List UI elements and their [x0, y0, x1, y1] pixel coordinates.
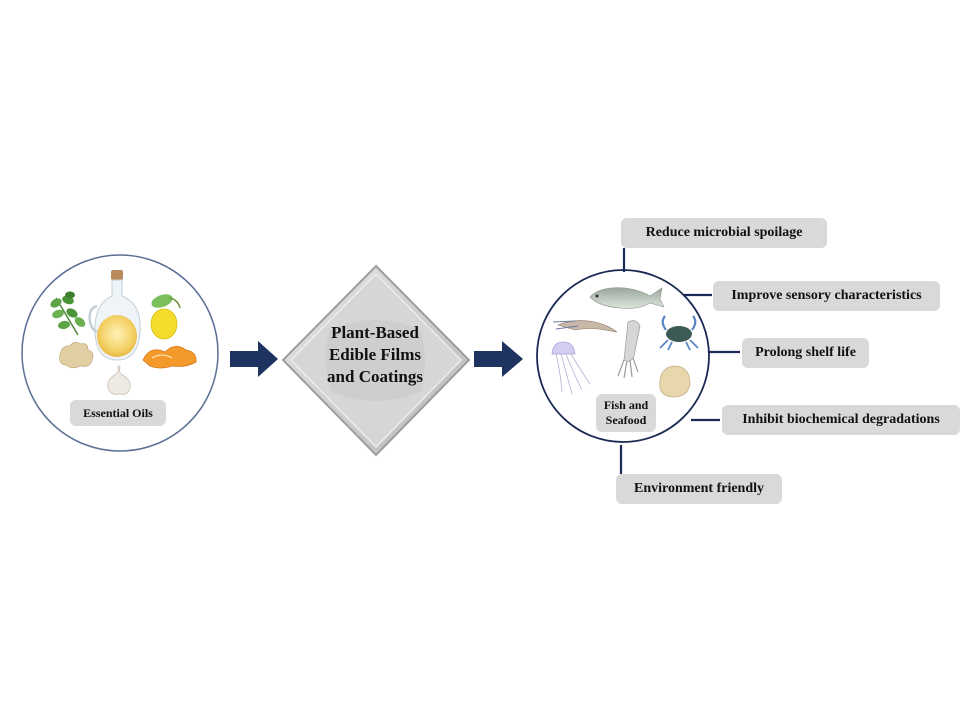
lemon-icon	[150, 294, 181, 340]
benefit-environment-friendly: Environment friendly	[616, 474, 782, 504]
benefit-label: Improve sensory characteristics	[731, 288, 922, 303]
benefit-label: Prolong shelf life	[755, 345, 856, 360]
benefit-label: Reduce microbial spoilage	[645, 225, 803, 240]
edible-films-line-1: Plant-Based	[331, 323, 419, 342]
squid-icon	[617, 320, 641, 379]
ginger-root-icon	[59, 342, 94, 369]
crab-icon	[659, 315, 699, 351]
benefit-label: Environment friendly	[633, 481, 765, 496]
essential-oils-text: Essential Oils	[83, 405, 153, 420]
oregano-herb-icon	[50, 291, 86, 336]
benefit-improve-sensory-characteristics: Improve sensory characteristics	[713, 281, 940, 311]
edible-films-line-2: Edible Films	[328, 345, 422, 364]
fish-icon	[589, 287, 665, 309]
benefit-label: Inhibit biochemical degradations	[742, 412, 940, 427]
benefit-reduce-microbial-spoilage: Reduce microbial spoilage	[621, 218, 827, 248]
arrow-to-films	[230, 341, 278, 377]
edible-films-diamond	[281, 264, 471, 457]
oil-bottle-icon	[88, 270, 141, 361]
edible-films-title: Plant-Based Edible Films and Coatings	[300, 322, 450, 388]
edible-films-line-3: and Coatings	[327, 367, 423, 386]
essential-oils-label: Essential Oils	[70, 400, 166, 426]
jellyfish-icon	[551, 341, 591, 395]
benefit-prolong-shelf-life: Prolong shelf life	[742, 338, 869, 368]
shrimp-icon	[552, 320, 618, 333]
fish-seafood-line-2: Seafood	[605, 413, 647, 427]
benefit-inhibit-biochemical-degradations: Inhibit biochemical degradations	[722, 405, 960, 435]
fish-seafood-line-1: Fish and	[603, 398, 649, 412]
clam-shell-icon	[659, 365, 691, 398]
arrow-to-seafood	[474, 341, 523, 377]
garlic-icon	[107, 365, 131, 395]
fish-seafood-label: Fish and Seafood	[596, 394, 656, 432]
orange-peel-icon	[142, 346, 197, 369]
